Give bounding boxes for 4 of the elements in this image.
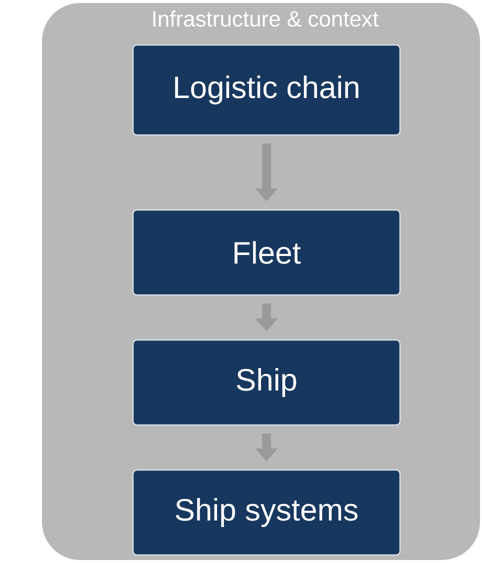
process-box: Ship [132, 339, 401, 426]
process-box: Logistic chain [132, 44, 401, 136]
process-box: Fleet [132, 209, 401, 296]
process-box: Ship systems [132, 469, 401, 556]
